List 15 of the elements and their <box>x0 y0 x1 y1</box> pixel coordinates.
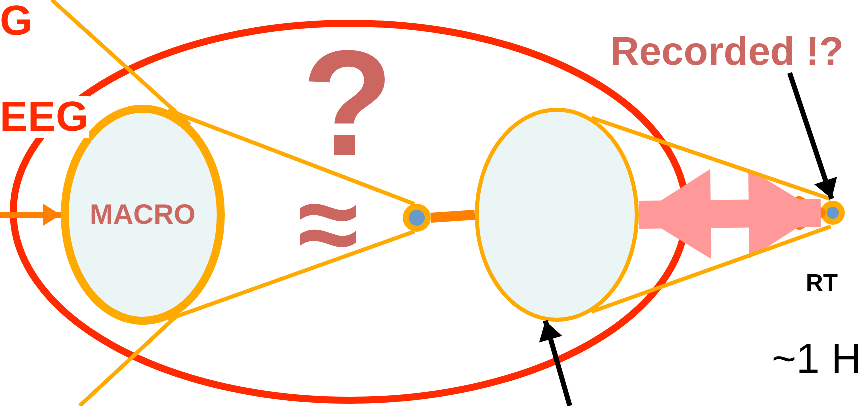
cone-line <box>78 312 182 406</box>
cone-line <box>50 0 192 126</box>
duration-text: ~1 H <box>772 338 861 380</box>
region-label: RT <box>806 272 838 296</box>
arrow <box>539 320 572 406</box>
cone-line <box>430 210 476 223</box>
cone-line <box>168 108 416 206</box>
arrow <box>788 72 838 200</box>
region-label: MACRO <box>90 201 196 229</box>
heading-text: G <box>0 0 33 42</box>
cone-line <box>591 116 832 202</box>
arrow <box>0 204 61 226</box>
annotation-text: Recorded !? <box>610 32 844 72</box>
cone-line <box>168 230 416 322</box>
heading-text: EEG <box>0 96 89 138</box>
